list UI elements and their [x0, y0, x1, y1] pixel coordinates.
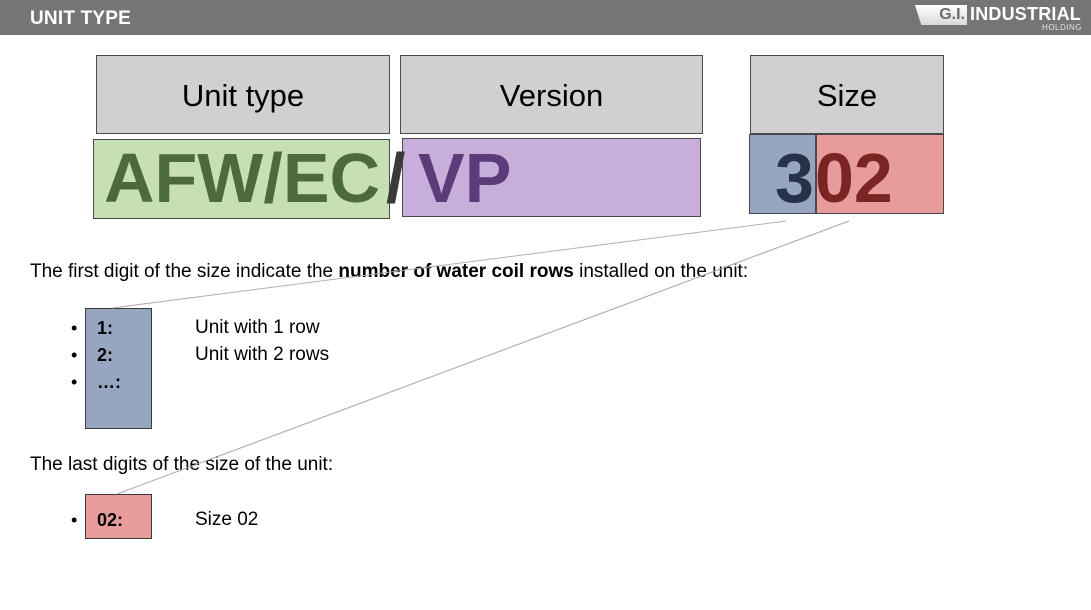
version-box: [402, 138, 701, 217]
logo-brand: G.I.: [915, 5, 967, 25]
bullet-icon: •: [71, 318, 78, 338]
size-first-digit: 3: [775, 139, 814, 217]
rows-code-2: 2:: [97, 345, 114, 365]
bullet-icon: •: [71, 372, 78, 392]
size-last-digits-box: [816, 134, 944, 214]
code-separator: /: [386, 139, 406, 217]
rows-intro-start: The first digit of the size indicate the: [30, 261, 339, 282]
size-header: Size: [750, 55, 944, 134]
rows-intro-end: installed on the unit:: [573, 261, 749, 282]
title-bar: UNIT TYPE G.I. INDUSTRIAL HOLDING: [0, 0, 1091, 35]
unit-type-header: Unit type: [96, 55, 390, 134]
size-desc-1: Size 02: [195, 509, 259, 530]
logo-name: INDUSTRIAL: [970, 4, 1081, 24]
version-header: Version: [400, 55, 703, 134]
bullet-icon: •: [71, 510, 78, 530]
unit-type-box: [93, 139, 390, 219]
rows-code-more: …:: [97, 372, 121, 392]
rows-code-highlight: [85, 308, 152, 429]
bullet-icon: •: [71, 345, 78, 365]
rows-desc-1: Unit with 1 row: [195, 317, 320, 338]
rows-intro: The first digit of the size indicate the…: [30, 261, 748, 283]
size-first-digit-box: [749, 134, 816, 214]
rows-intro-emphasis: number of water coil rows: [338, 261, 574, 282]
size-last-digits: 02: [815, 139, 893, 217]
size-code-1: 02:: [97, 510, 124, 530]
rows-connector-line: [111, 220, 787, 309]
company-logo: G.I. INDUSTRIAL HOLDING: [915, 3, 1083, 33]
size-connector-line: [116, 220, 850, 495]
unit-type-code: AFW/EC: [104, 139, 381, 217]
version-code: VP: [418, 139, 512, 217]
size-code-highlight: [85, 494, 152, 539]
size-intro: The last digits of the size of the unit:: [30, 454, 334, 475]
page-title: UNIT TYPE: [30, 8, 132, 29]
rows-code-1: 1:: [97, 318, 114, 338]
rows-desc-2: Unit with 2 rows: [195, 344, 330, 365]
logo-subtitle: HOLDING: [1042, 23, 1082, 32]
